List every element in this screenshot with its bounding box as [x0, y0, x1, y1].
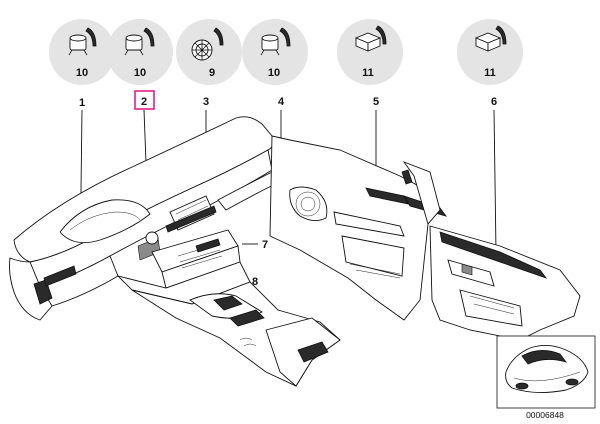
- clip-thumbnail-5[interactable]: 11: [337, 19, 403, 85]
- clip-quantity: 10: [268, 67, 280, 79]
- clip-quantity: 10: [76, 67, 88, 79]
- callout-6[interactable]: 6: [491, 96, 497, 253]
- svg-text:8: 8: [252, 276, 258, 288]
- trim-clip-square-icon: [354, 25, 387, 52]
- clip-thumbnail-4[interactable]: 10: [242, 19, 308, 85]
- vehicle-reference-thumbnail: [496, 335, 596, 409]
- clip-quantity: 10: [134, 67, 146, 79]
- trim-clip-square-icon: [474, 25, 507, 52]
- svg-text:3: 3: [203, 96, 209, 108]
- car-outline-icon: [505, 345, 589, 393]
- svg-text:7: 7: [262, 239, 268, 251]
- diagram-reference-number: 00006848: [526, 410, 564, 420]
- svg-text:1: 1: [79, 97, 85, 109]
- clip-quantity: 11: [362, 67, 374, 79]
- trim-clip-rosette-icon: [191, 27, 224, 61]
- trim-clip-round-icon: [260, 27, 291, 56]
- clip-thumbnail-1[interactable]: 10: [49, 19, 115, 85]
- svg-text:6: 6: [491, 96, 497, 108]
- svg-text:5: 5: [373, 96, 379, 108]
- clip-quantity: 11: [484, 67, 496, 79]
- svg-text:4: 4: [278, 96, 285, 108]
- trim-clip-round-icon: [124, 27, 155, 56]
- callout-7[interactable]: 7: [242, 239, 268, 251]
- clip-thumbnail-3[interactable]: 9: [176, 19, 242, 85]
- svg-text:2: 2: [141, 96, 147, 108]
- clip-thumbnail-6[interactable]: 11: [457, 19, 523, 85]
- clip-thumbnail-2[interactable]: 10: [107, 19, 173, 85]
- trim-clip-round-icon: [68, 27, 97, 56]
- callout-highlight-box: [134, 90, 155, 110]
- dashboard-illustration: [9, 116, 581, 387]
- clip-quantity: 9: [209, 67, 215, 79]
